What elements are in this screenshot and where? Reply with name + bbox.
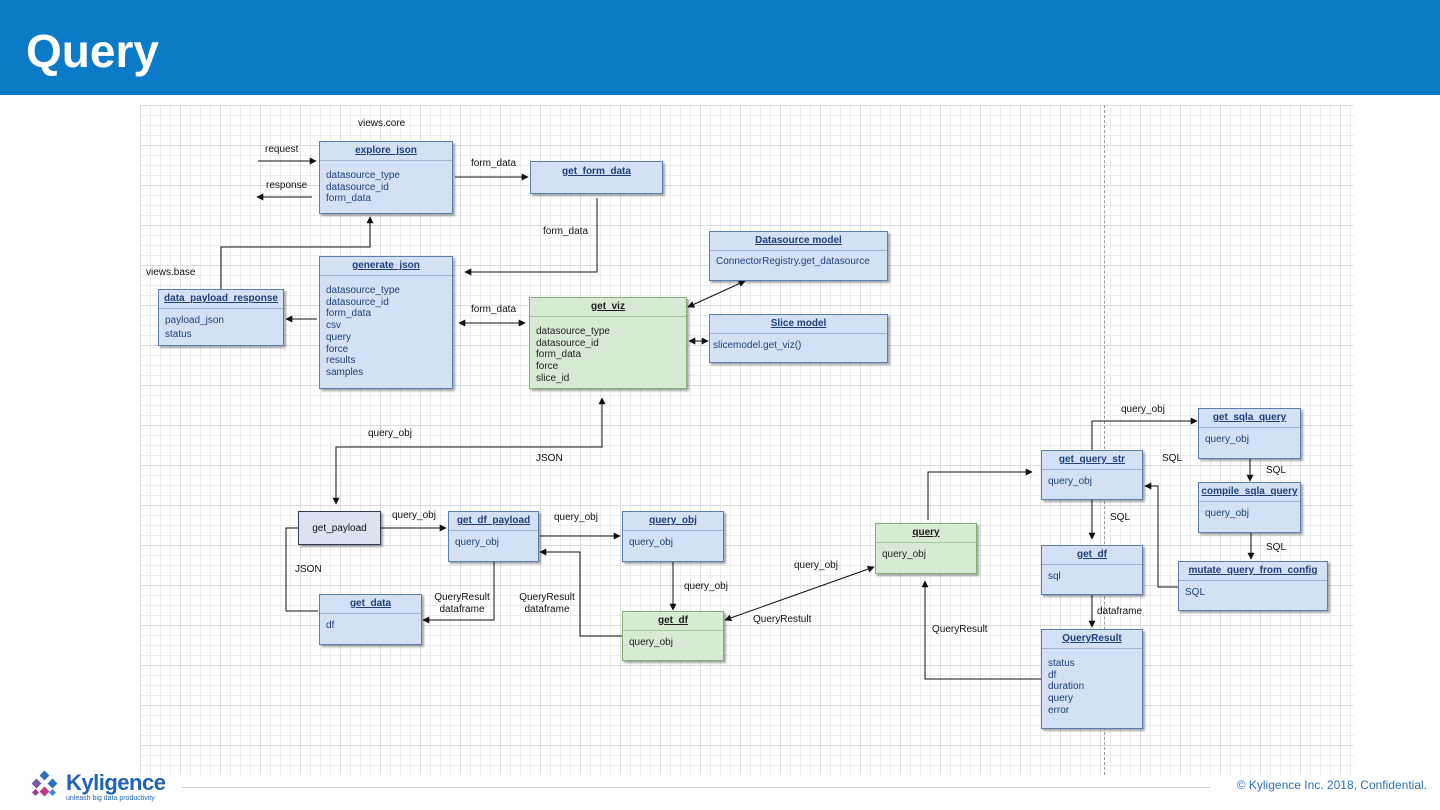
logo-wordmark: Kyligence bbox=[66, 770, 166, 795]
node-fields: SQL bbox=[1185, 587, 1206, 598]
edge-label-dataframe: dataframe bbox=[1097, 606, 1143, 617]
edge-label-form-data: form_data bbox=[471, 304, 517, 315]
page-title: Query bbox=[26, 25, 159, 77]
edge-label-sql: SQL bbox=[1162, 453, 1183, 464]
node-title: Slice model bbox=[710, 315, 887, 334]
edge-label-query-obj: query_obj bbox=[368, 428, 412, 439]
edge-label-json: JSON bbox=[295, 564, 322, 575]
node-fields: ConnectorRegistry.get_datasource bbox=[716, 256, 870, 267]
node-slice-model: Slice model slicemodel.get_viz() bbox=[709, 314, 888, 363]
node-get-sqla-query: get_sqla_query query_obj bbox=[1198, 408, 1301, 459]
node-fields: datasource_type datasource_id form_data bbox=[326, 170, 400, 205]
node-title: explore_json bbox=[320, 142, 452, 161]
node-title: get_df bbox=[1042, 546, 1142, 565]
footer-divider bbox=[182, 787, 1210, 788]
node-fields: query_obj bbox=[629, 537, 673, 548]
logo-mark-icon bbox=[31, 770, 58, 797]
node-title: get_df_payload bbox=[449, 512, 538, 531]
request-label: request bbox=[265, 144, 299, 155]
node-fields: datasource_type datasource_id form_data … bbox=[536, 326, 610, 384]
node-fields: query_obj bbox=[455, 537, 499, 548]
edge-label-queryresult-dataframe: QueryResult dataframe bbox=[517, 592, 577, 616]
node-title: compile_sqla_query bbox=[1199, 483, 1300, 502]
edge-label-sql: SQL bbox=[1266, 465, 1287, 476]
response-label: response bbox=[266, 180, 308, 191]
views-core-label: views.core bbox=[358, 118, 406, 129]
node-generate-json: generate_json datasource_type datasource… bbox=[319, 256, 453, 389]
node-get-query-str: get_query_str query_obj bbox=[1041, 450, 1143, 500]
node-fields: query_obj bbox=[1205, 508, 1249, 519]
node-title: mutate_query_from_config bbox=[1179, 562, 1327, 581]
node-get-viz: get_viz datasource_type datasource_id fo… bbox=[529, 297, 687, 389]
kyligence-logo: Kyligence unleash big data productivity bbox=[28, 770, 168, 804]
node-title: get_df bbox=[623, 612, 723, 631]
node-title: get_query_str bbox=[1042, 451, 1142, 470]
node-data-payload-response: data_payload_response payload_json statu… bbox=[158, 289, 284, 346]
edge-label-queryrestult: QueryRestult bbox=[753, 614, 812, 625]
node-get-payload: get_payload bbox=[298, 511, 381, 545]
node-title: get_form_data bbox=[562, 166, 631, 177]
node-get-form-data: get_form_data bbox=[530, 161, 663, 194]
node-title: QueryResult bbox=[1042, 630, 1142, 649]
node-compile-sqla-query: compile_sqla_query query_obj bbox=[1198, 482, 1301, 533]
edge-label-query-obj: query_obj bbox=[392, 510, 436, 521]
node-fields: df bbox=[326, 620, 335, 631]
node-fields: status df duration query error bbox=[1048, 658, 1085, 716]
title-bar: Query bbox=[0, 0, 1440, 95]
node-title: generate_json bbox=[320, 257, 452, 276]
edge-label-form-data: form_data bbox=[471, 158, 517, 169]
edge-label-queryresult: QueryResult bbox=[519, 592, 575, 603]
node-title: query_obj bbox=[623, 512, 723, 531]
views-base-label: views.base bbox=[146, 267, 196, 278]
node-title: Datasource model bbox=[710, 232, 887, 251]
node-query-obj: query_obj query_obj bbox=[622, 511, 724, 562]
edge-label-sql: SQL bbox=[1110, 512, 1131, 523]
node-explore-json: explore_json datasource_type datasource_… bbox=[319, 141, 453, 214]
edge-label-query-obj: query_obj bbox=[554, 512, 598, 523]
node-fields: sql bbox=[1048, 571, 1061, 582]
node-get-df-green: get_df query_obj bbox=[622, 611, 724, 661]
edge-label-json: JSON bbox=[536, 453, 563, 464]
node-query-result: QueryResult status df duration query err… bbox=[1041, 629, 1143, 729]
node-title: get_payload bbox=[312, 522, 367, 534]
node-title: get_sqla_query bbox=[1199, 409, 1300, 428]
node-fields: query_obj bbox=[1205, 434, 1249, 445]
node-title: query bbox=[876, 524, 976, 543]
edge-label-queryresult: QueryResult bbox=[932, 624, 988, 635]
edge-label-query-obj: query_obj bbox=[1121, 404, 1165, 415]
node-get-df-blue: get_df sql bbox=[1041, 545, 1143, 595]
edge-label-query-obj: query_obj bbox=[684, 581, 728, 592]
edge-label-sql: SQL bbox=[1266, 542, 1287, 553]
edge-label-dataframe: dataframe bbox=[439, 604, 485, 615]
node-get-df-payload: get_df_payload query_obj bbox=[448, 511, 539, 562]
node-fields: payload_json status bbox=[165, 315, 224, 340]
edge-label-form-data: form_data bbox=[543, 226, 589, 237]
node-title: get_viz bbox=[530, 298, 686, 317]
edge-label-dataframe: dataframe bbox=[524, 604, 570, 615]
edge-label-queryresult-dataframe: QueryResult dataframe bbox=[432, 592, 492, 616]
node-fields: slicemodel.get_viz() bbox=[713, 340, 802, 351]
copyright-text: © Kyligence Inc. 2018, Confidential. bbox=[1236, 778, 1427, 792]
node-fields: query_obj bbox=[629, 637, 673, 648]
node-get-data: get_data df bbox=[319, 594, 422, 645]
logo-tagline: unleash big data productivity bbox=[66, 795, 155, 802]
edge-label-query-obj: query_obj bbox=[794, 560, 838, 571]
node-query: query query_obj bbox=[875, 523, 977, 574]
node-title: get_data bbox=[320, 595, 421, 614]
node-datasource-model: Datasource model ConnectorRegistry.get_d… bbox=[709, 231, 888, 281]
node-title: data_payload_response bbox=[159, 290, 283, 309]
node-fields: datasource_type datasource_id form_data … bbox=[326, 285, 400, 378]
edge-label-queryresult: QueryResult bbox=[434, 592, 490, 603]
node-fields: query_obj bbox=[882, 549, 926, 560]
node-mutate-query-from-config: mutate_query_from_config SQL bbox=[1178, 561, 1328, 611]
node-fields: query_obj bbox=[1048, 476, 1092, 487]
